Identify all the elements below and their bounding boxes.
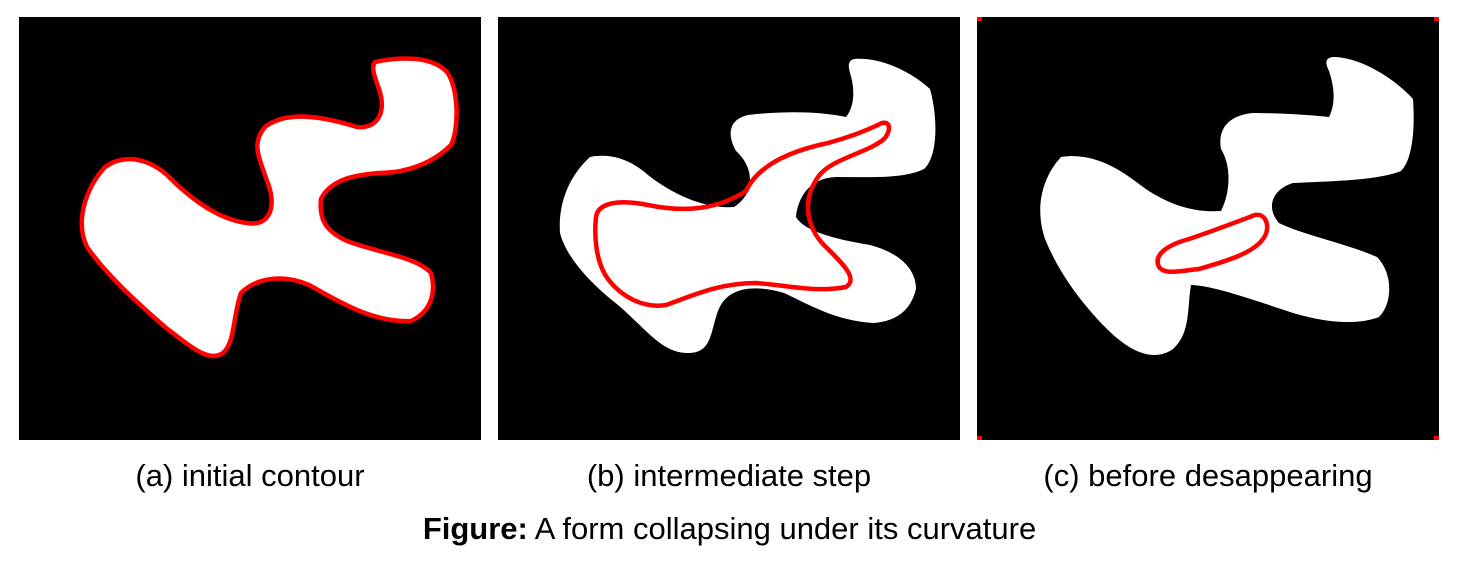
- panel-b-image: [559, 58, 936, 353]
- white-shape-b: [559, 58, 936, 353]
- caption-initial-contour: (a) initial contour: [135, 458, 365, 493]
- figure-caption-label: Figure:: [422, 511, 528, 546]
- white-shape-a: [81, 58, 457, 357]
- corner-mark-top-left: [977, 17, 982, 21]
- figure-caption: Figure: A form collapsing under its curv…: [0, 509, 1459, 549]
- red-contour-a: [79, 56, 459, 359]
- red-contour-b: [593, 120, 892, 308]
- caption-intermediate-step: (b) intermediate step: [586, 458, 872, 493]
- red-contour-c: [1155, 212, 1270, 274]
- panel-before-desappearing: [977, 17, 1439, 440]
- panel-a-image: [79, 56, 459, 359]
- white-shape-c: [1040, 57, 1414, 356]
- panel-c-image: [1040, 57, 1414, 356]
- figure-caption-text: A form collapsing under its curvature: [534, 511, 1037, 546]
- panel-intermediate-step: [498, 17, 960, 440]
- caption-before-desappearing: (c) before desappearing: [1043, 458, 1373, 493]
- corner-mark-top-right: [1434, 17, 1439, 21]
- panel-initial-contour: [19, 17, 481, 440]
- corner-mark-bottom-left: [977, 436, 982, 440]
- corner-mark-bottom-right: [1434, 436, 1439, 440]
